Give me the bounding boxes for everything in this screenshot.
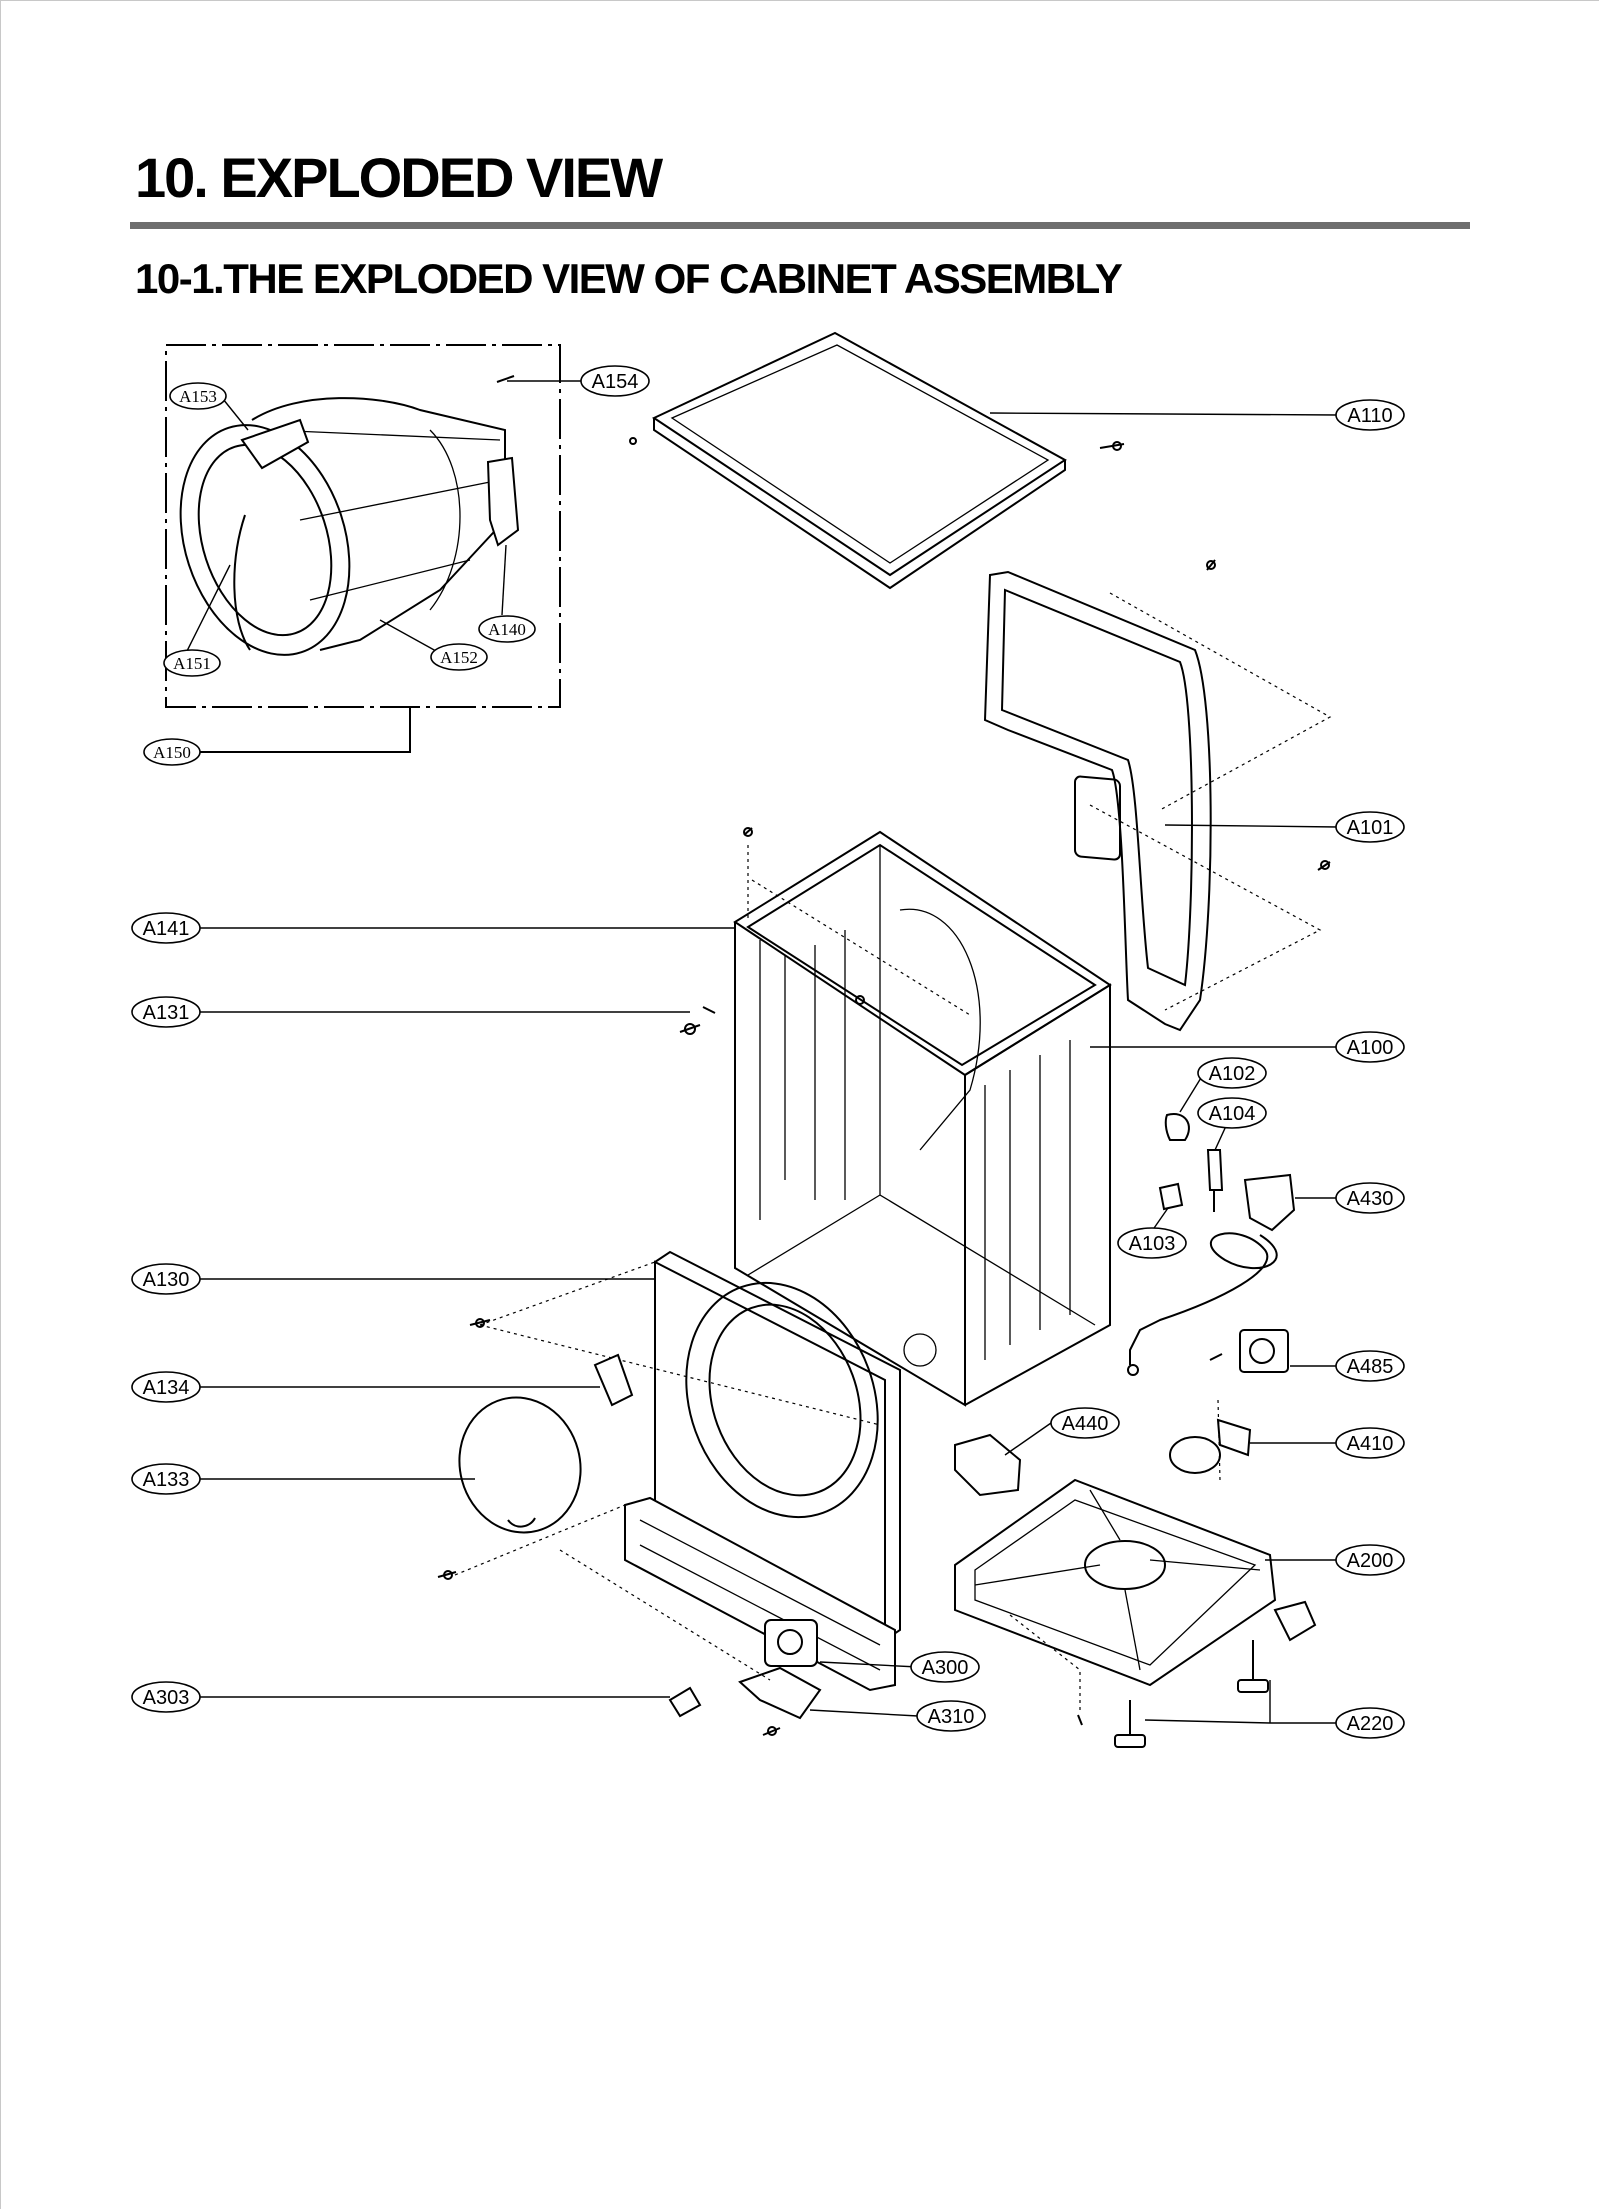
callout-label: A140 <box>488 620 526 639</box>
top-frame <box>983 559 1332 1032</box>
callout-label: A200 <box>1347 1550 1394 1572</box>
callout-a300: A300 <box>910 1651 980 1683</box>
callout-a151: A151 <box>163 649 221 677</box>
callout-bubble <box>1335 1350 1405 1382</box>
callout-label: A485 <box>1347 1356 1394 1378</box>
callout-label: A303 <box>143 1687 190 1709</box>
callout-bubble <box>1335 1707 1405 1739</box>
callout-label: A151 <box>173 654 211 673</box>
callout-a131: A131 <box>131 996 201 1028</box>
callout-label: A104 <box>1209 1103 1256 1125</box>
callout-bubble <box>1335 399 1405 431</box>
callout-a303: A303 <box>131 1681 201 1713</box>
callout-bubble <box>916 1700 986 1732</box>
callout-a141: A141 <box>131 912 201 944</box>
callout-a154: A154 <box>580 365 650 397</box>
callout-label: A134 <box>143 1377 190 1399</box>
callout-label: A153 <box>179 387 217 406</box>
callout-bubble <box>430 643 488 671</box>
callout-bubble <box>910 1651 980 1683</box>
callout-a130: A130 <box>131 1263 201 1295</box>
callout-bubble <box>131 996 201 1028</box>
callout-label: A220 <box>1347 1713 1394 1735</box>
callout-label: A130 <box>143 1269 190 1291</box>
callout-a152: A152 <box>430 643 488 671</box>
callout-a153: A153 <box>169 382 227 410</box>
door-assembly-inset <box>165 344 637 753</box>
leader-lines <box>166 380 1339 1724</box>
callout-a485: A485 <box>1335 1350 1405 1382</box>
callout-bubble <box>131 912 201 944</box>
callout-bubble <box>143 738 201 766</box>
callout-bubble <box>1117 1227 1187 1259</box>
callout-a440: A440 <box>1050 1407 1120 1439</box>
callout-bubble <box>1335 1427 1405 1459</box>
callout-label: A410 <box>1347 1433 1394 1455</box>
callout-bubble <box>1197 1097 1267 1129</box>
top-plate <box>651 331 1125 590</box>
small-parts-left <box>458 1353 634 1534</box>
callout-label: A152 <box>440 648 478 667</box>
base-frame <box>954 1478 1317 1748</box>
callout-a310: A310 <box>916 1700 986 1732</box>
callout-bubble <box>1335 1182 1405 1214</box>
page-heading: 10. EXPLODED VIEW <box>135 146 663 209</box>
callout-a200: A200 <box>1335 1544 1405 1576</box>
callout-label: A300 <box>922 1657 969 1679</box>
callout-a150: A150 <box>143 738 201 766</box>
heading-rule <box>130 222 1470 229</box>
callout-label: A141 <box>143 918 190 940</box>
callout-bubble <box>1335 1031 1405 1063</box>
callout-bubble <box>580 365 650 397</box>
callout-bubble <box>131 1263 201 1295</box>
section-heading: 10-1.THE EXPLODED VIEW OF CABINET ASSEMB… <box>135 255 1123 302</box>
callout-bubble <box>163 649 221 677</box>
callout-a110: A110 <box>1335 399 1405 431</box>
callout-label: A310 <box>928 1706 975 1728</box>
callout-bubble <box>131 1681 201 1713</box>
cabinet <box>679 827 1112 1407</box>
callout-bubble <box>1335 1544 1405 1576</box>
callout-label: A133 <box>143 1469 190 1491</box>
callout-a134: A134 <box>131 1371 201 1403</box>
callout-label: A100 <box>1347 1037 1394 1059</box>
electrical-parts <box>954 1113 1296 1497</box>
callout-bubble <box>478 615 536 643</box>
callout-label: A430 <box>1347 1188 1394 1210</box>
callout-a220: A220 <box>1335 1707 1405 1739</box>
callout-a102: A102 <box>1197 1057 1267 1089</box>
callout-label: A131 <box>143 1002 190 1024</box>
callout-bubble <box>131 1463 201 1495</box>
callout-label: A150 <box>153 743 191 762</box>
callout-a103: A103 <box>1117 1227 1187 1259</box>
callout-bubble <box>1050 1407 1120 1439</box>
callout-a133: A133 <box>131 1463 201 1495</box>
control-panel <box>437 1496 896 1736</box>
callout-label: A440 <box>1062 1413 1109 1435</box>
callout-a430: A430 <box>1335 1182 1405 1214</box>
callout-a410: A410 <box>1335 1427 1405 1459</box>
callout-a101: A101 <box>1335 811 1405 843</box>
callout-bubble <box>169 382 227 410</box>
callout-a104: A104 <box>1197 1097 1267 1129</box>
callout-label: A154 <box>592 371 639 393</box>
callout-bubble <box>131 1371 201 1403</box>
callout-a140: A140 <box>478 615 536 643</box>
callout-bubble <box>1197 1057 1267 1089</box>
callout-label: A103 <box>1129 1233 1176 1255</box>
callout-label: A102 <box>1209 1063 1256 1085</box>
callout-label: A110 <box>1347 405 1392 427</box>
callout-a100: A100 <box>1335 1031 1405 1063</box>
callout-bubble <box>1335 811 1405 843</box>
callout-label: A101 <box>1347 817 1394 839</box>
